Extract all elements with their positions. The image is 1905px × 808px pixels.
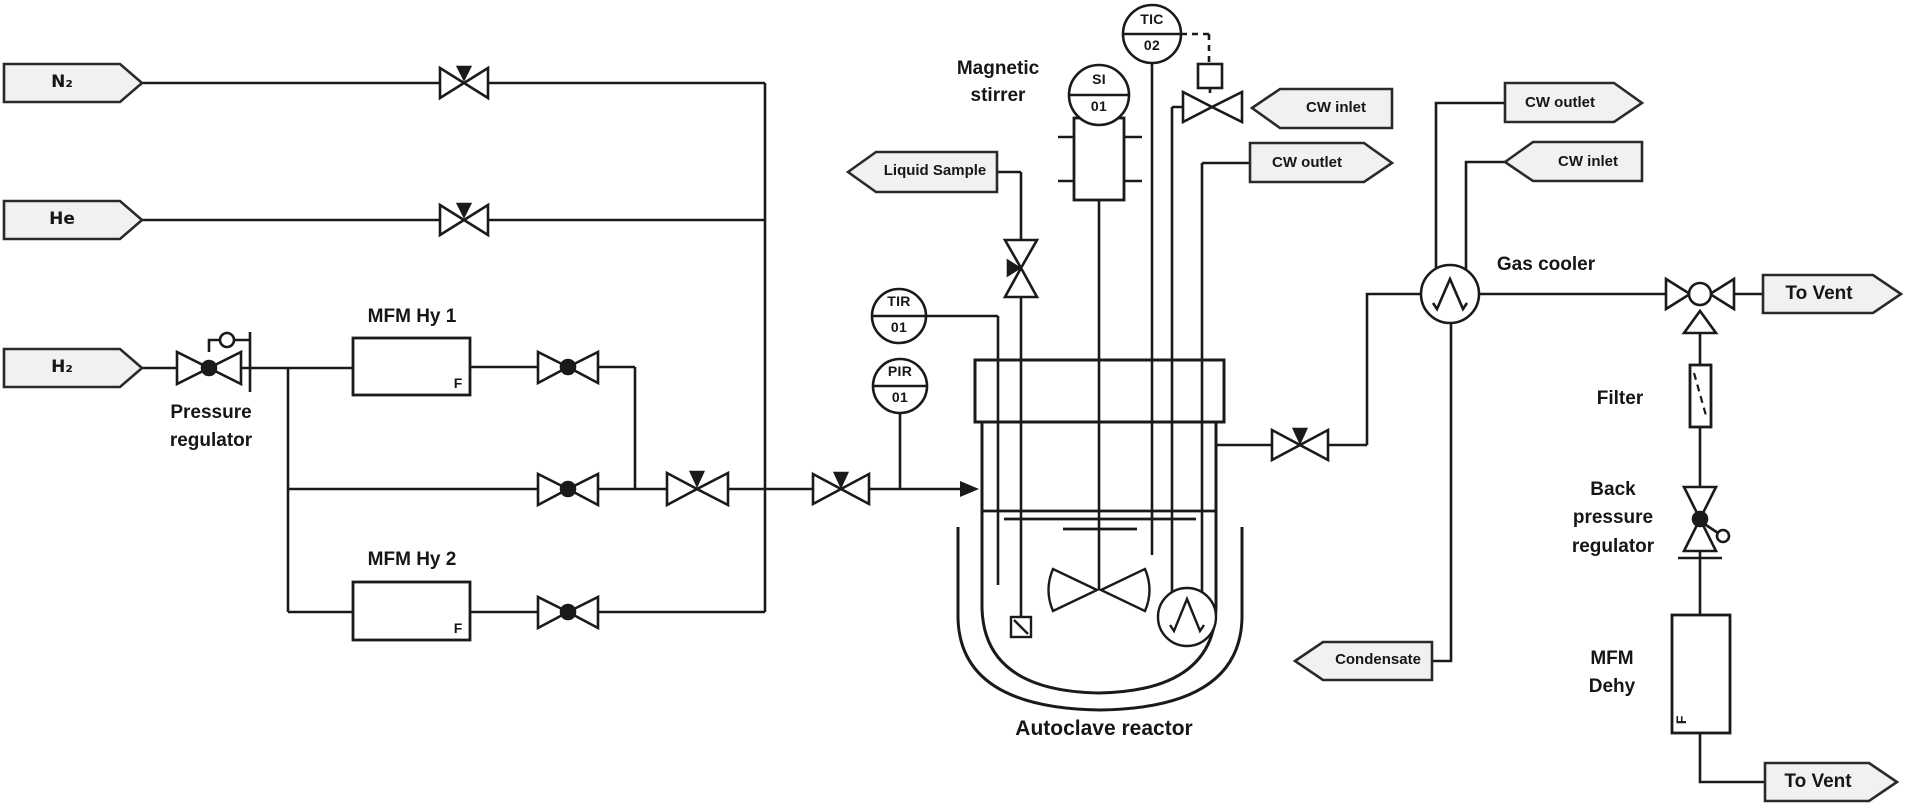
reactor-jacket (956, 527, 1244, 712)
gas-cooler-icon (1419, 263, 1481, 325)
autoclave-reactor-label: Autoclave reactor (1015, 717, 1193, 740)
cw-inlet-cooler-label: CW inlet (1558, 153, 1618, 170)
filter-box (1688, 363, 1713, 429)
mfm-hy2-label: MFM Hy 2 (367, 549, 457, 570)
liquid-sample-label: Liquid Sample (883, 162, 987, 179)
to-vent-top-label: To Vent (1785, 283, 1853, 304)
cw-inlet-reactor-flag (1249, 87, 1394, 130)
mfm-hy2-box (351, 580, 472, 642)
feed-valve-2 (811, 471, 871, 507)
mfm-hy1-box (351, 336, 472, 397)
mfm-dehy-label-2: Dehy (1588, 676, 1636, 697)
filter-element (1692, 372, 1709, 420)
n2-source-label: N₂ (51, 72, 73, 92)
he-source-flag (2, 199, 144, 241)
reactor-outlet-valve (1270, 427, 1330, 463)
pir-tag: PIR (887, 363, 913, 379)
cw-outlet-cooler-flag (1503, 81, 1645, 124)
three-way-vent-valve (1664, 276, 1736, 335)
si-01-instrument (1067, 63, 1131, 127)
cw-inlet-reactor-label: CW inlet (1306, 99, 1366, 116)
he-source-label: He (49, 209, 75, 229)
bypass-valve (536, 471, 600, 508)
tir-number: 01 (890, 319, 908, 335)
bpr-label-1: Back (1590, 479, 1636, 500)
reactor-inner-shell (980, 422, 1218, 695)
magnetic-stirrer-label-2: stirrer (970, 85, 1026, 106)
mfm-hy1-outlet-valve (536, 349, 600, 386)
filter-label: Filter (1596, 388, 1644, 409)
back-pressure-regulator-valve (1678, 485, 1731, 560)
condensate-flag (1292, 640, 1434, 682)
mfm-hy1-label: MFM Hy 1 (367, 306, 457, 327)
h2-source-label: H₂ (51, 357, 73, 377)
tic-signal-line (1181, 32, 1211, 64)
sample-frit-icon (1009, 615, 1033, 639)
cw-control-valve (1181, 62, 1244, 125)
cw-inlet-cooler-flag (1502, 140, 1644, 183)
liquid-sample-flag (845, 150, 999, 194)
tic-tag: TIC (1140, 11, 1164, 27)
to-vent-bottom-flag (1763, 761, 1900, 803)
to-vent-bottom-label: To Vent (1784, 771, 1852, 792)
pir-01-instrument (871, 357, 929, 415)
si-tag: SI (1092, 71, 1106, 87)
process-piping (142, 32, 1765, 784)
impeller-icon (1047, 567, 1151, 613)
n2-valve (438, 65, 490, 101)
reactor-internals (982, 509, 1218, 648)
stirrer-motor-box (1072, 116, 1126, 202)
mfm-dehy-box (1670, 613, 1732, 735)
condensate-label: Condensate (1335, 651, 1421, 668)
cw-outlet-reactor-flag (1248, 141, 1395, 184)
feed-arrow (960, 481, 979, 497)
tir-01-instrument (870, 287, 928, 345)
pressure-regulator-label-1: Pressure (170, 402, 252, 423)
pressure-regulator-label-2: regulator (169, 430, 253, 451)
n2-source-flag (2, 62, 144, 104)
si-number: 01 (1090, 98, 1108, 114)
cw-outlet-reactor-label: CW outlet (1272, 154, 1342, 171)
pir-number: 01 (891, 389, 909, 405)
he-valve (438, 202, 490, 238)
heating-coil-icon (1156, 586, 1218, 648)
bpr-label-2: pressure (1572, 507, 1654, 528)
mfm-hy2-f-marker: F (453, 620, 463, 636)
h2-source-flag (2, 347, 144, 389)
mfm-hy1-f-marker: F (453, 375, 463, 391)
tir-tag: TIR (887, 293, 911, 309)
magnetic-stirrer-label-1: Magnetic (956, 58, 1040, 79)
mfm-dehy-label-1: MFM (1590, 648, 1634, 669)
liquid-sample-valve (1002, 238, 1040, 299)
liquid-level-lines (982, 509, 1216, 531)
tic-number: 02 (1143, 37, 1161, 53)
mfm-hy2-outlet-valve (536, 594, 600, 631)
bpr-label-3: regulator (1571, 536, 1655, 557)
gas-cooler-label: Gas cooler (1496, 254, 1596, 275)
pressure-regulator-valve (175, 331, 243, 387)
to-vent-top-flag (1761, 273, 1904, 315)
tic-02-instrument (1121, 3, 1183, 65)
coil-element (1169, 595, 1205, 634)
feed-valve-1 (665, 470, 730, 508)
mfm-dehy-f-marker: F (1673, 715, 1690, 725)
cw-outlet-cooler-label: CW outlet (1525, 94, 1595, 111)
